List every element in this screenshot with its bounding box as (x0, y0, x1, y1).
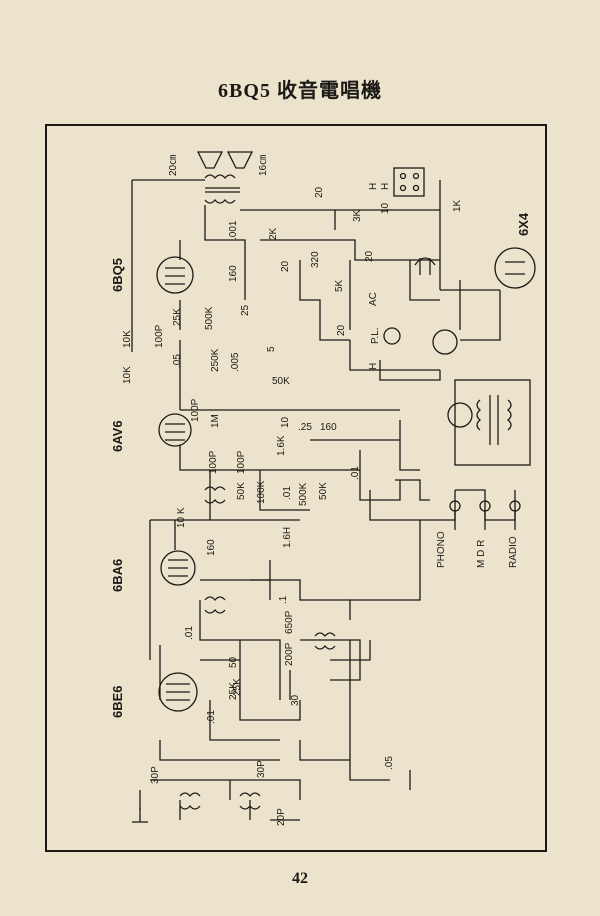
r-10k-b: 10K (122, 366, 133, 384)
speaker-icon-pair (196, 151, 254, 169)
c-100p-d: 100P (236, 450, 247, 474)
r-16k: 1.6K (276, 435, 287, 456)
schematic-frame (45, 124, 547, 852)
r-160-b: 160 (320, 422, 337, 433)
r-25k-c: 25K (228, 682, 239, 700)
c-1: .1 (278, 595, 289, 604)
tube-6av6-icon (158, 413, 192, 447)
c-100p-a: 100P (154, 324, 165, 348)
octal-socket-icon (432, 329, 473, 428)
c-01-d: .01 (206, 710, 217, 724)
page-title: 6BQ5 收音電唱機 (218, 80, 382, 102)
c-100p-b: 100P (190, 398, 201, 422)
c-05-b: .05 (384, 756, 395, 770)
r-50: 50 (228, 656, 239, 668)
r-10k-a: 10K (122, 330, 133, 348)
r-16h: 1.6H (282, 527, 293, 548)
label-6be6: 6BE6 (110, 685, 125, 718)
output-transformer-icon (204, 174, 240, 204)
label-pl: P.L. (370, 328, 381, 345)
c-05-a: .05 (172, 354, 183, 368)
label-h3: H (380, 183, 391, 190)
r-25k-a: 25K (172, 308, 183, 326)
c-001: .001 (228, 220, 239, 240)
c-20p: 20P (276, 808, 287, 826)
c-5: 5 (266, 346, 277, 352)
c-20-d: 20 (336, 324, 347, 336)
power-transformer-icon (454, 379, 531, 466)
page-number: 42 (292, 870, 308, 887)
c-10-b: 10 (280, 416, 291, 428)
c-20-b: 20 (280, 260, 291, 272)
c-10: 10 (380, 202, 391, 214)
label-mdr: M D R (476, 540, 487, 568)
label-ac: AC (368, 292, 379, 306)
r-25k-b: 25K (232, 678, 243, 696)
r-500k-a: 500K (204, 306, 215, 330)
label-6x4: 6X4 (516, 212, 531, 236)
r-5k: 5K (334, 279, 345, 292)
pilot-lamp-icon (383, 327, 401, 345)
antenna-icon (132, 808, 148, 823)
c-20-c: 20 (364, 250, 375, 262)
tube-6bq5-icon (156, 256, 194, 294)
r-1m: 1M (210, 414, 221, 428)
speaker-20cm-label: 20㎝ (168, 155, 179, 176)
c-30p-b: 30P (256, 760, 267, 778)
c-20-top: 20 (314, 186, 325, 198)
label-h1: H (368, 183, 379, 190)
c-100p-c: 100P (208, 450, 219, 474)
tube-6x4-icon (494, 247, 536, 289)
component-labels: 20 3K 10 1K 2K .001 20 320 20 5K 20 160 … (122, 186, 463, 826)
label-6ba6: 6BA6 (110, 559, 125, 592)
label-phono: PHONO (436, 531, 447, 568)
c-200p: 200P (284, 642, 295, 666)
fuse-block-icon (393, 167, 425, 197)
label-radio: RADIO (508, 536, 519, 568)
r-50k-a: 50K (272, 376, 290, 387)
r-320: 320 (310, 251, 321, 268)
c-650p: 650P (284, 610, 295, 634)
c-30p-a: 30P (150, 766, 161, 784)
r-100k: 100K (256, 480, 267, 504)
c-25-b: .25 (298, 422, 312, 433)
wiring (131, 179, 516, 821)
tube-6be6-icon (158, 672, 198, 712)
c-25: 25 (240, 304, 251, 316)
r-3k: 3K (352, 209, 363, 222)
r-500k-b: 500K (298, 482, 309, 506)
r-160-c: 160 (206, 539, 217, 556)
speaker-16cm-label: 16㎝ (258, 155, 269, 176)
c-01-a: .01 (282, 486, 293, 500)
r-250k: 250K (210, 348, 221, 372)
ac-plug-icon (414, 257, 436, 275)
label-6av6: 6AV6 (110, 420, 125, 452)
r-50k-c: 50K (318, 482, 329, 500)
c-01-b: .01 (350, 466, 361, 480)
label-6bq5: 6BQ5 (110, 258, 125, 292)
r-10k-c: 10 K (176, 507, 187, 528)
label-h2: H (368, 363, 379, 370)
coil-icons (179, 486, 336, 810)
c-30: 30 (290, 694, 301, 706)
c-01-c: .01 (184, 626, 195, 640)
r-2k: 2K (268, 227, 279, 240)
tube-6ba6-icon (160, 550, 196, 586)
r-50k-b: 50K (236, 482, 247, 500)
c-005: .005 (230, 352, 241, 372)
r-160-a: 160 (228, 265, 239, 282)
jack-icons (449, 500, 521, 512)
r-1k: 1K (452, 199, 463, 212)
